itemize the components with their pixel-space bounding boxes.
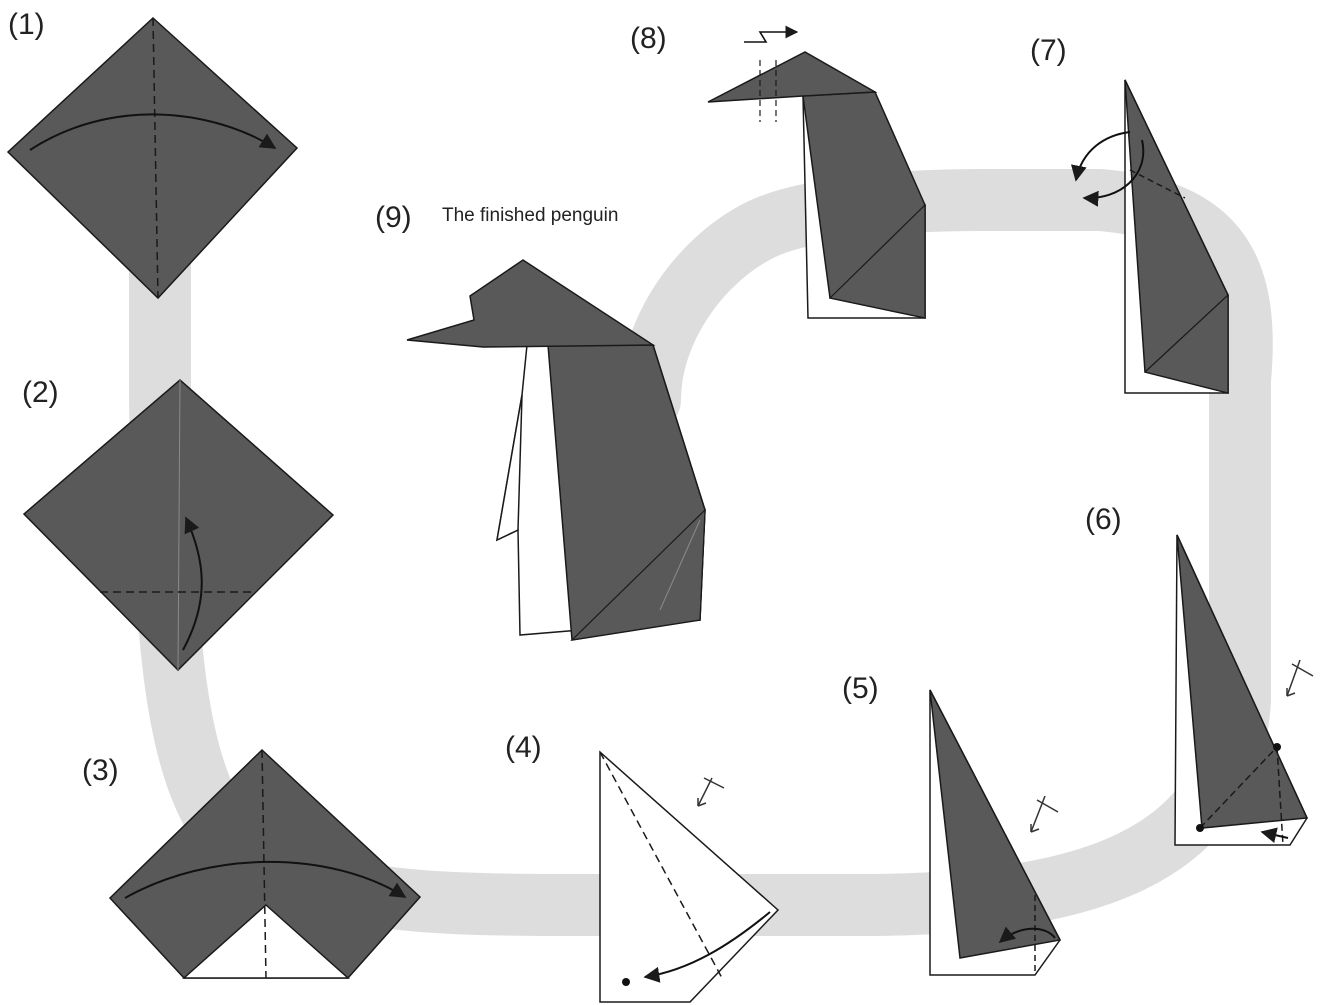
valley-fold-symbol-icon [697,777,725,807]
step-5-narrow-kite [929,689,1062,976]
step-label-8: (8) [630,22,667,55]
step-2-diamond [22,379,335,672]
step-9-finished-penguin [406,259,706,641]
fold-arrow-icon [124,860,407,899]
step-8-penguin-pleat [707,25,926,319]
fold-arrow-icon [998,926,1056,944]
step-3-folded-shape [108,748,422,979]
step-label-2: (2) [22,376,59,409]
reverse-fold-arrow-icon [1082,139,1145,207]
step-7-tall-shape [1070,79,1229,394]
step-label-4: (4) [505,731,542,764]
step-label-1: (1) [8,8,45,41]
reference-dot-icon [1196,824,1204,832]
step-label-7: (7) [1030,34,1067,67]
fold-arrow-icon [643,911,771,983]
step-4-white-kite [599,750,780,1003]
step-6-narrow-kite-pleat [1174,534,1314,846]
fold-arrow-icon [29,113,277,151]
reverse-fold-arrow-icon [1070,131,1131,182]
step-label-3: (3) [82,754,119,787]
step-1-square-diamond [6,16,299,300]
fold-up-arrow-icon [182,516,203,651]
valley-fold-symbol-icon [1030,795,1059,833]
fold-arrow-icon [1260,827,1289,844]
step-label-6: (6) [1085,503,1122,536]
step-label-9: (9) [375,201,412,234]
finished-penguin-caption: The finished penguin [442,205,619,226]
pleat-fold-symbol-icon [744,25,799,43]
step-label-5: (5) [842,672,879,705]
reference-dot-icon [1273,743,1281,751]
reference-dot-icon [622,978,630,986]
valley-fold-symbol-icon [1286,659,1314,697]
